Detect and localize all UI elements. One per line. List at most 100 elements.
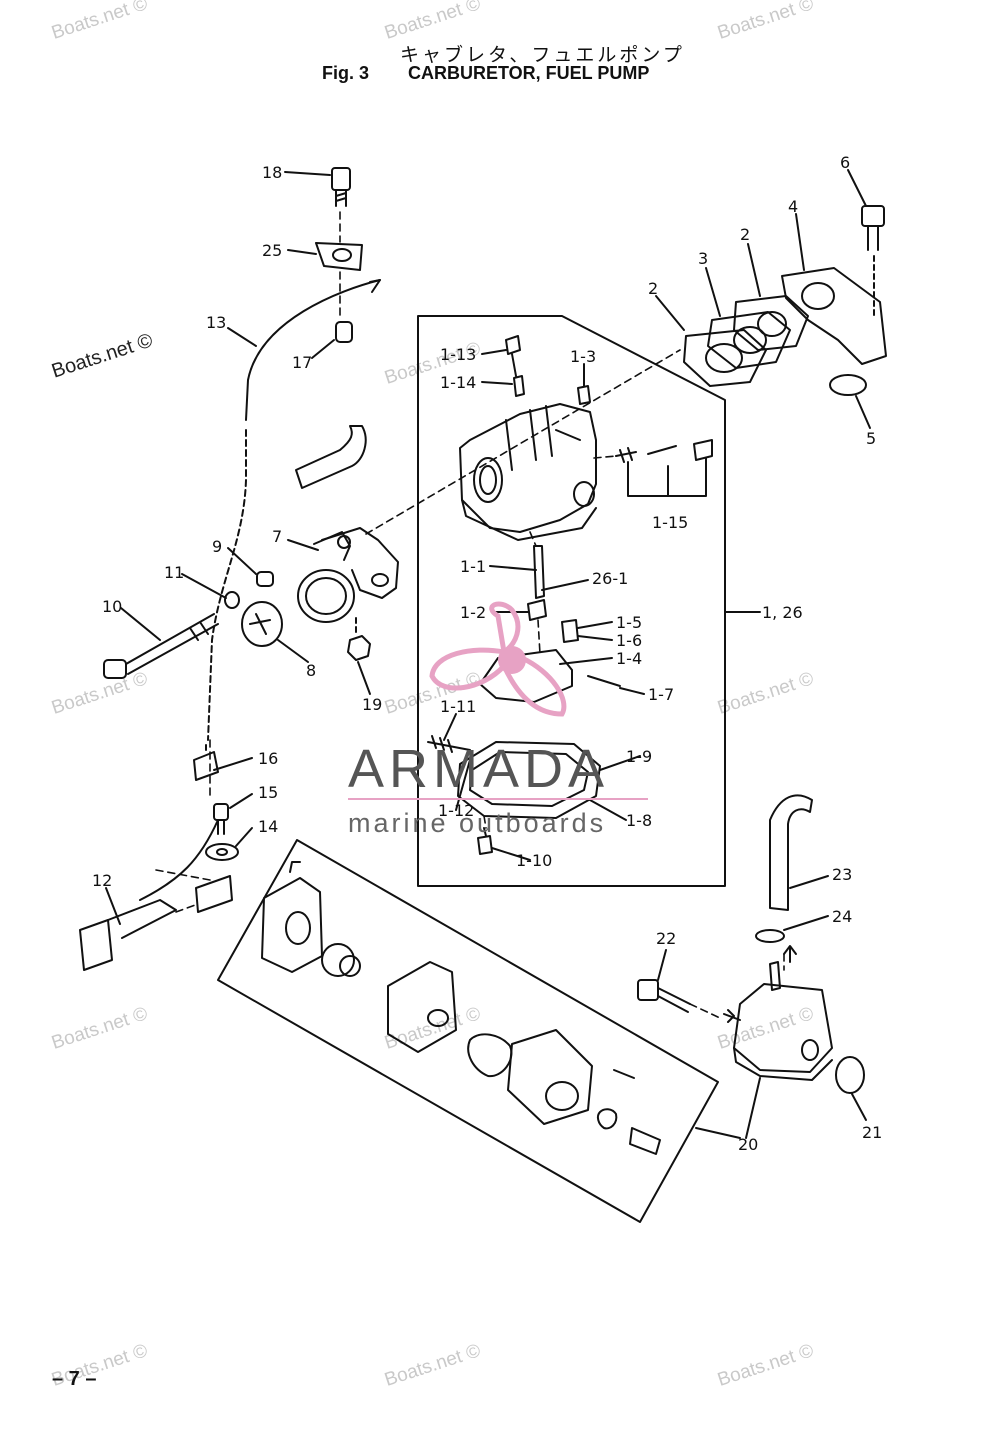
- pump-cover-shape: [507, 1029, 593, 1125]
- fuel-hose-23-shape: [769, 794, 813, 911]
- fuel-pump-assembly-outline: [217, 839, 719, 1223]
- spring-1-14-shape: [513, 375, 525, 397]
- bracket-shape: [195, 875, 233, 913]
- callout-label: 3: [698, 249, 708, 268]
- bolt-18-shape: [331, 167, 351, 207]
- callout-label: 26-1: [592, 569, 628, 588]
- bolt-10-shape: [103, 613, 219, 679]
- clip-24-shape: [755, 929, 785, 943]
- callout-label: 21: [862, 1123, 882, 1142]
- nut-19-shape: [347, 635, 371, 661]
- plate-25-shape: [315, 242, 363, 271]
- callout-label: 1-6: [616, 631, 642, 650]
- callout-label: 2: [648, 279, 658, 298]
- flow-arrow-icon: [783, 945, 797, 963]
- japanese-title: キャブレタ、フュエルポンプ: [400, 44, 685, 66]
- callout-label: 6: [840, 153, 850, 172]
- pump-spring-shape: [467, 1033, 513, 1078]
- callout-label: 13: [206, 313, 226, 332]
- cap-1-15-shape: [693, 439, 713, 461]
- pump-plate-shape: [387, 961, 457, 1053]
- callout-label: 25: [262, 241, 282, 260]
- callout-label: 8: [306, 661, 316, 680]
- gasket-1-9-shape: [457, 741, 601, 819]
- callout-label: 22: [656, 929, 676, 948]
- fuel-pump-20-shape: [733, 961, 833, 1081]
- screw-1-13-shape: [505, 335, 521, 377]
- callout-label: 15: [258, 783, 278, 802]
- callout-label: 24: [832, 907, 852, 926]
- callout-label: 1-3: [570, 347, 596, 366]
- callout-label: 7: [272, 527, 282, 546]
- figure-label: Fig. 3: [322, 63, 370, 83]
- spacer-17-shape: [335, 321, 353, 343]
- washer-11-shape: [224, 591, 240, 609]
- knob-12-shape: [79, 919, 113, 971]
- fitting-shape: [629, 1127, 661, 1155]
- screw-1-11-shape: [427, 735, 471, 753]
- callout-label: 1-15: [652, 513, 688, 532]
- brand-tagline: marine outboards: [348, 808, 607, 838]
- callout-label: 1-8: [626, 811, 652, 830]
- washer-14-shape: [205, 843, 239, 861]
- callout-label: 1-10: [516, 851, 552, 870]
- callout-label: 1-1: [460, 557, 486, 576]
- manifold-4-shape: [781, 267, 887, 365]
- valve-shape: [596, 1108, 618, 1130]
- callout-label: 12: [92, 871, 112, 890]
- bolt-22-shape: [637, 979, 691, 1013]
- bolt-6-shape: [861, 205, 885, 251]
- callout-label: 14: [258, 817, 278, 836]
- page-title: CARBURETOR, FUEL PUMP: [408, 63, 650, 83]
- callout-label: 16: [258, 749, 278, 768]
- pin-1-5-shape: [561, 619, 579, 643]
- callout-label: 1-7: [648, 685, 674, 704]
- jet-1-1-shape: [533, 545, 545, 599]
- callout-label: 1-5: [616, 613, 642, 632]
- callout-label: 1, 26: [762, 603, 803, 622]
- callout-label: 1-12: [438, 801, 474, 820]
- hose-shape: [295, 425, 367, 489]
- cable-13-shape: [245, 279, 381, 421]
- needle-1-2-shape: [527, 599, 547, 621]
- pin-1-7-shape: [587, 675, 621, 687]
- page-number: – 7 –: [52, 1368, 97, 1390]
- gasket-8-shape: [241, 601, 283, 647]
- propeller-logo: [429, 601, 567, 717]
- brand-logo-text: ARMADA: [348, 739, 610, 799]
- pump-diaphragm-shape: [321, 943, 355, 977]
- callout-label: 20: [738, 1135, 758, 1154]
- intake-7-shape: [297, 527, 399, 623]
- callout-label: 1-4: [616, 649, 642, 668]
- callout-label: 9: [212, 537, 222, 556]
- callout-label: 18: [262, 163, 282, 182]
- carburetor-body-shape: [459, 403, 597, 541]
- callout-label: 2: [740, 225, 750, 244]
- plate-25-hole: [332, 248, 352, 262]
- callout-label: 11: [164, 563, 184, 582]
- o-ring-5-shape: [829, 374, 867, 396]
- carburetor-assembly-outline: [417, 315, 726, 887]
- float-1-4-shape: [479, 649, 573, 703]
- callout-label: 10: [102, 597, 122, 616]
- callout-label: 1-13: [440, 345, 476, 364]
- clip-16-shape: [193, 751, 219, 781]
- callout-label: 1-2: [460, 603, 486, 622]
- nut-9-shape: [256, 571, 274, 587]
- callout-label: 1-14: [440, 373, 476, 392]
- float-bowl-1-8-shape: [469, 751, 589, 807]
- callout-label: 23: [832, 865, 852, 884]
- gasket-2-left-shape: [683, 329, 767, 387]
- callout-label: 4: [788, 197, 798, 216]
- callout-label: 19: [362, 695, 382, 714]
- callout-label: 5: [866, 429, 876, 448]
- brand-divider: [348, 798, 648, 800]
- screw-1-10-shape: [477, 827, 493, 855]
- o-ring-21-shape: [835, 1056, 865, 1094]
- screw-15-shape: [213, 803, 229, 821]
- callout-label: 17: [292, 353, 312, 372]
- callout-label: 1-9: [626, 747, 652, 766]
